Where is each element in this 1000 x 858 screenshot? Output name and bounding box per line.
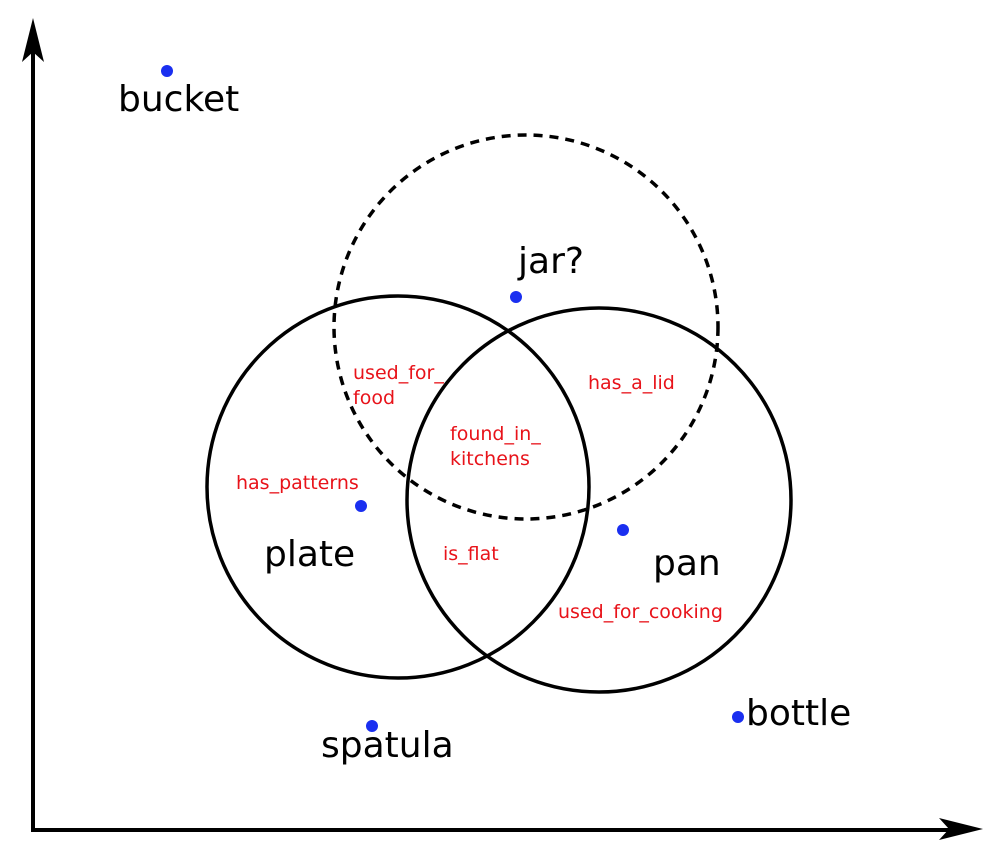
plate-point bbox=[355, 500, 367, 512]
jar-point bbox=[510, 291, 522, 303]
feature-found-in-kitchens-line2: kitchens bbox=[450, 448, 530, 470]
item-labels: bucket jar? plate pan spatula bottle bbox=[118, 79, 851, 766]
pan-set-circle bbox=[405, 306, 793, 694]
jar-label: jar? bbox=[517, 241, 584, 282]
pan-label: pan bbox=[653, 543, 721, 584]
x-axis-arrowhead bbox=[939, 818, 983, 840]
feature-used-for-food-line1: used_for_ bbox=[353, 362, 444, 384]
set-circles bbox=[205, 133, 793, 694]
feature-has-a-lid: has_a_lid bbox=[588, 372, 675, 394]
item-points bbox=[161, 65, 744, 732]
bucket-label: bucket bbox=[118, 79, 239, 120]
bottle-point bbox=[732, 711, 744, 723]
feature-used-for-food-line2: food bbox=[353, 387, 395, 409]
bucket-point bbox=[161, 65, 173, 77]
spatula-label: spatula bbox=[321, 725, 454, 766]
feature-used-for-cooking: used_for_cooking bbox=[558, 601, 723, 623]
y-axis-arrowhead bbox=[22, 18, 44, 62]
feature-has-patterns: has_patterns bbox=[236, 472, 359, 494]
feature-is-flat: is_flat bbox=[443, 543, 499, 565]
plate-set-circle bbox=[205, 294, 591, 680]
bottle-label: bottle bbox=[746, 693, 851, 734]
axes bbox=[22, 18, 983, 840]
feature-found-in-kitchens-line1: found_in_ bbox=[450, 423, 541, 445]
jar-set-circle bbox=[332, 133, 720, 521]
spatula-point bbox=[366, 720, 378, 732]
pan-point bbox=[617, 524, 629, 536]
plate-label: plate bbox=[264, 534, 355, 575]
feature-labels: used_for_ food has_a_lid found_in_ kitch… bbox=[236, 362, 723, 623]
